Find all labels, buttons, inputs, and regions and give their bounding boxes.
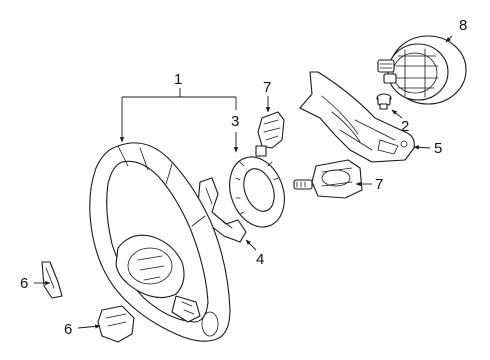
rear-cover (299, 71, 415, 163)
switch-bracket-upper (255, 111, 285, 157)
callout-7-lower: 7 (375, 176, 383, 193)
callout-7-upper: 7 (263, 79, 271, 96)
clip-part (376, 93, 392, 110)
callout-2: 2 (401, 118, 409, 135)
steering-wheel (89, 142, 231, 342)
callout-6-upper: 6 (20, 275, 28, 292)
shift-paddle-lower (97, 305, 135, 343)
callout-3: 3 (231, 113, 239, 130)
callout-4: 4 (256, 251, 264, 268)
shift-paddle-upper (41, 261, 63, 299)
clock-spring (229, 156, 285, 228)
callout-1: 1 (174, 71, 182, 88)
callout-5: 5 (434, 140, 442, 157)
callout-8: 8 (459, 17, 467, 34)
switch-unit-lower (293, 159, 363, 199)
leader-lines (34, 35, 453, 329)
callout-6-lower: 6 (64, 321, 72, 338)
airbag-module (377, 35, 467, 105)
